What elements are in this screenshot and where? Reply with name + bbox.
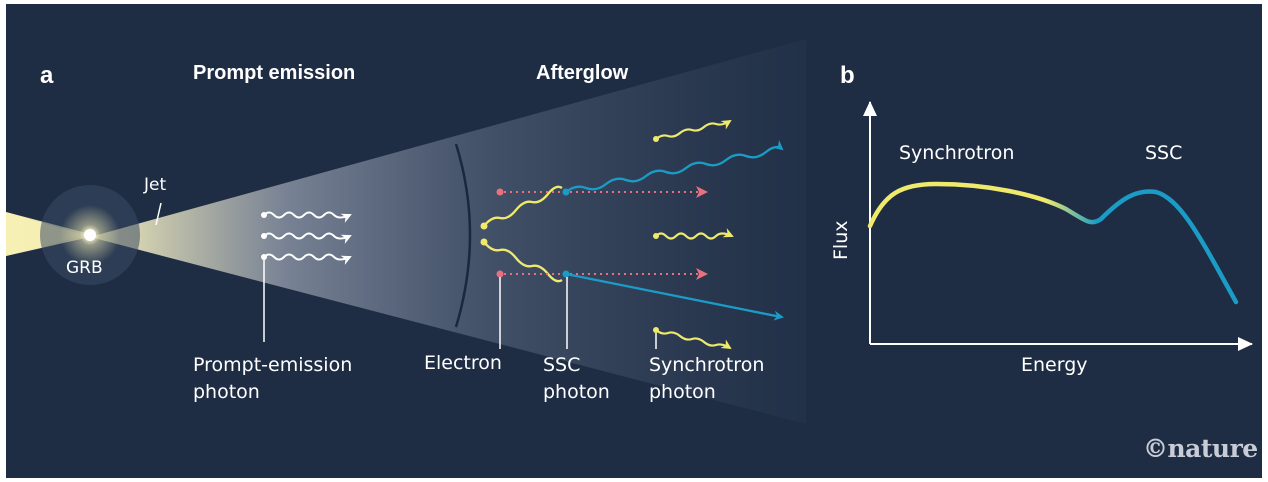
sync-photon-label-line1: Synchrotron <box>649 354 765 376</box>
grb-source <box>84 229 96 241</box>
prompt-photon-label: Prompt-emission photon <box>193 352 352 406</box>
prompt-emission-title: Prompt emission <box>193 62 356 84</box>
synchrotron-photons <box>653 119 734 350</box>
figure-panel: a Prompt emission Afterglow Jet GRB Prom… <box>6 4 1262 478</box>
panel-a-letter: a <box>40 62 54 89</box>
afterglow-title: Afterglow <box>536 62 629 84</box>
jet-label: Jet <box>144 175 167 195</box>
grb-label: GRB <box>66 258 103 278</box>
electron-paths <box>496 186 708 280</box>
ssc-photon-label: SSC photon <box>543 352 610 406</box>
prompt-photons <box>261 211 352 265</box>
ssc-curve-label: SSC <box>1145 142 1183 164</box>
jet-pointer <box>155 202 162 226</box>
prompt-photon-label-line2: photon <box>193 381 260 403</box>
jet-cone <box>6 39 806 424</box>
spectrum-curve <box>867 181 1239 305</box>
synchrotron-curve-label: Synchrotron <box>899 142 1015 164</box>
sync-photon-label: Synchrotron photon <box>649 352 764 406</box>
electron-label: Electron <box>424 352 502 374</box>
ssc-photons <box>562 140 784 321</box>
y-axis-label: Flux <box>830 220 852 261</box>
ssc-photon-label-line2: photon <box>543 381 610 403</box>
ssc-photon-label-line1: SSC <box>543 354 581 376</box>
sync-photon-label-line2: photon <box>649 381 716 403</box>
x-axis-label: Energy <box>1021 354 1088 376</box>
electrons <box>480 185 563 283</box>
nature-logo: ©nature <box>1143 434 1258 463</box>
figure-drawing <box>6 39 1253 424</box>
shock-front <box>454 143 472 328</box>
prompt-photon-label-line1: Prompt-emission <box>193 354 353 376</box>
panel-b-letter: b <box>840 62 855 89</box>
